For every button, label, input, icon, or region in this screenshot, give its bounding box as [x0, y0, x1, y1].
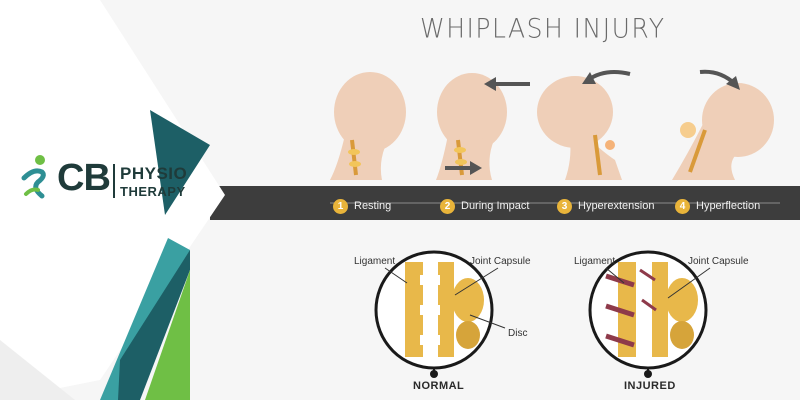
normal-capsule-label: Joint Capsule [470, 256, 531, 267]
step-label: Hyperflection [696, 200, 761, 212]
grey-corner [0, 340, 75, 400]
step-number: 1 [333, 198, 348, 214]
normal-spine-illustration [374, 250, 506, 378]
injured-capsule-label: Joint Capsule [688, 256, 749, 267]
head-hyperextension [537, 70, 631, 180]
head-resting [330, 72, 406, 180]
injured-ligament-label: Ligament [574, 256, 616, 267]
step-3: 3 Hyperextension [557, 196, 654, 216]
normal-caption: NORMAL [413, 380, 465, 392]
injured-caption: INJURED [624, 380, 676, 392]
green-shape [145, 270, 190, 400]
step-number: 3 [557, 198, 572, 214]
page-title: WHIPLASH INJURY [420, 13, 666, 44]
step-label: During Impact [461, 200, 530, 212]
logo-initials: CB [57, 157, 111, 199]
normal-ligament-label: Ligament [354, 256, 396, 267]
head-hyperflection [672, 69, 774, 180]
logo-line1: PHYSIO [120, 164, 188, 183]
head-during-impact [436, 73, 530, 180]
step-2: 2 During Impact [440, 196, 529, 216]
step-number: 4 [675, 198, 690, 214]
white-panel [0, 0, 225, 400]
step-4: 4 Hyperflection [675, 196, 760, 216]
normal-disc-label: Disc [508, 328, 528, 339]
logo: CB PHYSIO THERAPY [20, 150, 200, 210]
teal-shape-dark [118, 250, 190, 400]
logo-line2: THERAPY [120, 184, 186, 199]
step-label: Hyperextension [578, 200, 655, 212]
step-number: 2 [440, 198, 455, 214]
running-person-icon [21, 155, 46, 199]
logo-divider [113, 164, 115, 198]
teal-shape-top [150, 110, 210, 215]
step-1: 1 Resting [333, 196, 391, 216]
step-label: Resting [354, 200, 392, 212]
injured-spine-illustration [588, 250, 711, 378]
